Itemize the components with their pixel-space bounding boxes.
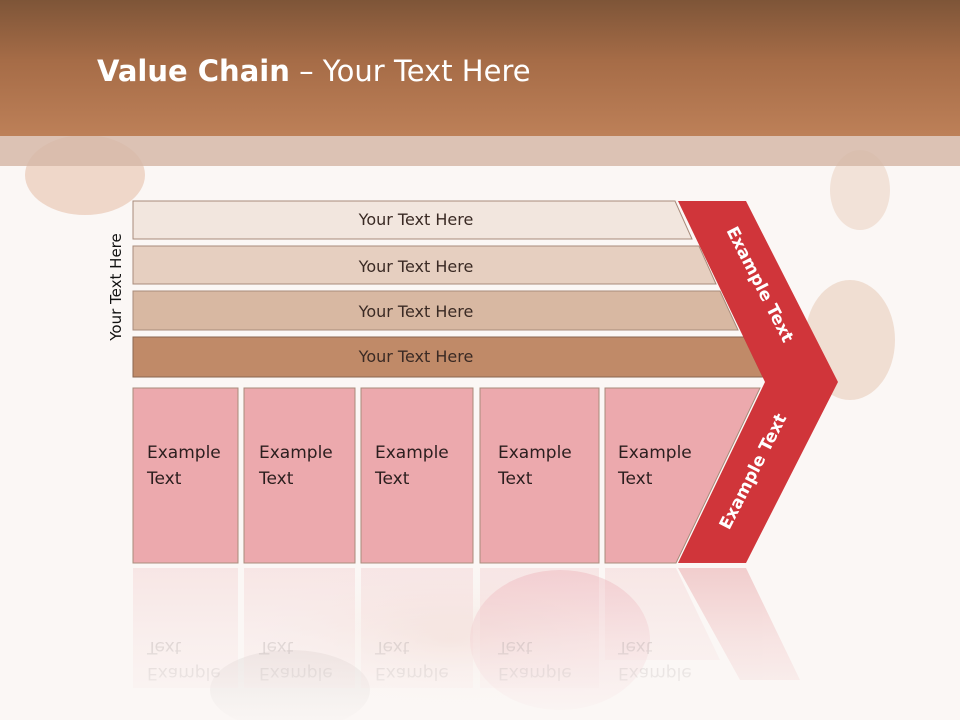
support-bar-1-label: Your Text Here xyxy=(358,210,474,229)
chevron-arrow xyxy=(678,201,838,563)
support-bar-1 xyxy=(132,200,693,240)
support-bar-4-label: Your Text Here xyxy=(358,347,474,366)
cell-line: Text xyxy=(498,469,533,489)
primary-cell-4 xyxy=(479,387,600,564)
primary-cell-3 xyxy=(360,387,474,564)
cell-line: Example xyxy=(498,443,572,463)
cell-line: Text xyxy=(375,469,410,489)
cell-line: Example xyxy=(259,443,333,463)
header-strip xyxy=(0,136,960,166)
support-bar-2-label: Your Text Here xyxy=(358,257,474,276)
cell-line: Example xyxy=(618,443,692,463)
support-bar-3 xyxy=(132,290,739,331)
cell-line: Text xyxy=(259,469,294,489)
cell-line: Text xyxy=(147,469,182,489)
cell-line: Text xyxy=(618,469,653,489)
cell-line: Example xyxy=(375,443,449,463)
primary-cell-2 xyxy=(243,387,356,564)
reflection-fade xyxy=(120,560,880,720)
header-bar xyxy=(0,0,960,136)
title-rest: – Your Text Here xyxy=(289,54,531,88)
support-bar-2 xyxy=(132,245,717,285)
title-bold: Value Chain xyxy=(97,54,290,88)
support-bar-3-label: Your Text Here xyxy=(358,302,474,321)
cell-line: Example xyxy=(147,443,221,463)
slide-title: Value Chain – Your Text Here xyxy=(97,54,531,88)
